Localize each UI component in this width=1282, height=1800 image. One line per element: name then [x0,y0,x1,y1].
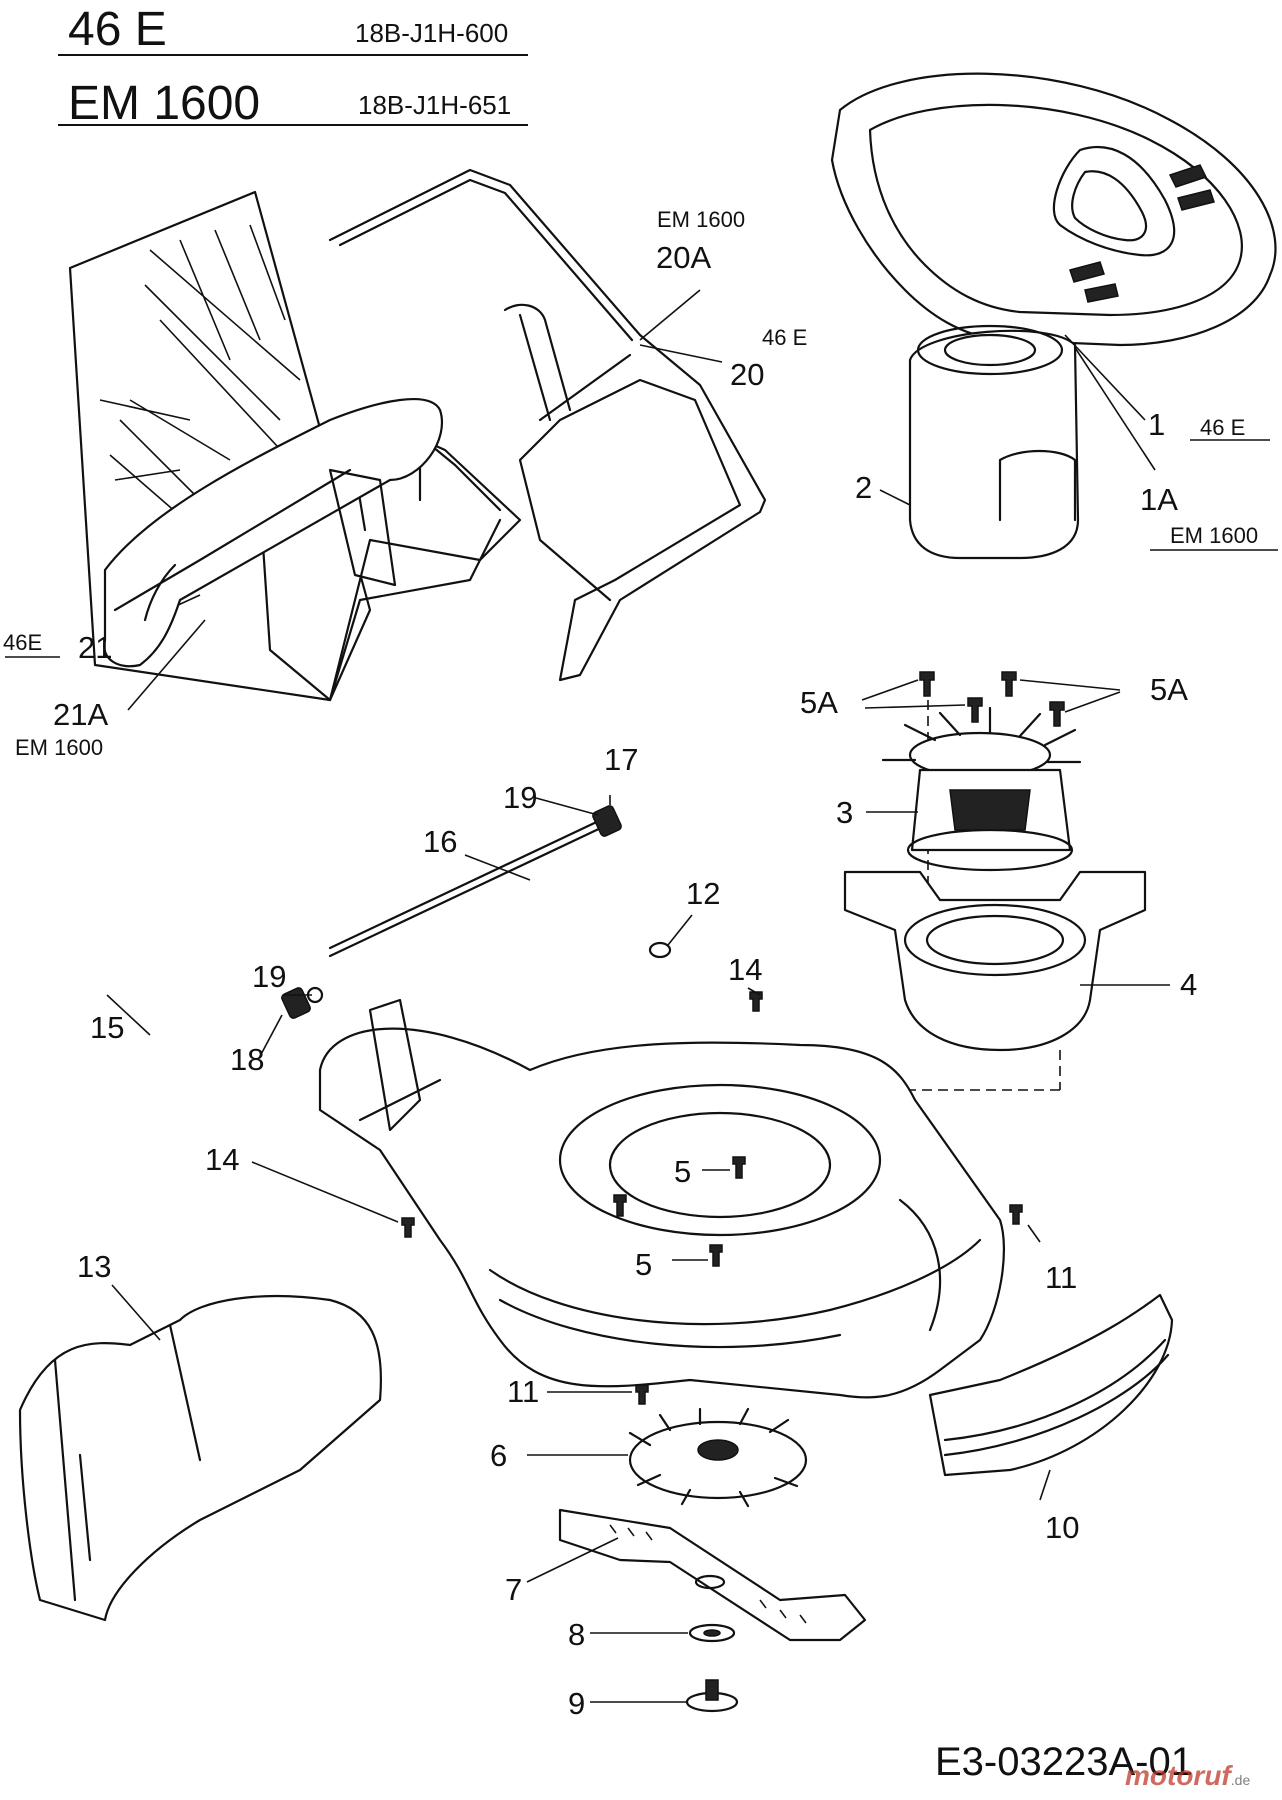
callout-14-lower: 14 [205,1142,239,1177]
callout-20-note: 46 E [762,325,807,350]
watermark: motoruf.de [1125,1760,1250,1792]
callout-21a-note: EM 1600 [15,735,103,760]
callout-14-upper: 14 [728,952,762,987]
drawing-reference: E3-03223A-01 [935,1740,1193,1784]
callout-5-upper: 5 [674,1154,691,1189]
watermark-name: motoruf [1125,1760,1231,1791]
callout-5a-left: 5A [800,685,838,720]
callout-5-lower: 5 [635,1247,652,1282]
callout-11-right: 11 [1045,1260,1077,1295]
rear-flap-part [18,1284,382,1622]
callout-6: 6 [490,1438,507,1473]
callout-5a-right: 5A [1150,672,1188,707]
model-code-em1600: 18B-J1H-651 [358,90,512,120]
callout-21a: 21A [53,697,108,732]
callout-16: 16 [423,824,457,859]
handle-part [103,398,443,1036]
model-code-46e: 18B-J1H-600 [355,18,509,48]
callout-21-note: 46E [3,630,42,655]
callout-2: 2 [855,470,872,505]
side-skirt-part [928,1293,1174,1501]
watermark-suffix: .de [1230,1772,1251,1788]
callout-20a-note: EM 1600 [657,207,745,232]
electric-motor-part [866,706,1082,872]
callout-1a: 1A [1140,482,1178,517]
motor-housing-part [879,324,1080,560]
callout-3: 3 [836,795,853,830]
callout-10: 10 [1045,1510,1079,1545]
callout-4: 4 [1180,967,1197,1002]
model-title-em1600: EM 1600 [68,77,261,130]
callout-11-left: 11 [507,1374,539,1409]
callout-19-upper: 19 [503,780,537,815]
callout-13: 13 [77,1249,111,1284]
model-title-46e: 46 E [68,3,167,56]
callout-17: 17 [604,742,638,777]
callout-20: 20 [730,357,764,392]
motor-cover-part [830,72,1277,471]
axle-and-springs-part [257,795,622,1061]
motor-mount-part [740,870,1170,1091]
callout-9: 9 [568,1686,585,1721]
blade-assembly-part [526,1407,867,1713]
callout-1-note: 46 E [1200,415,1245,440]
callout-1a-note: EM 1600 [1170,523,1258,548]
callout-7: 7 [505,1572,522,1607]
mower-deck-part [318,998,1006,1399]
callout-12: 12 [686,876,720,911]
grass-bag-frame-part [328,168,767,682]
callout-20a: 20A [656,240,711,275]
callout-8: 8 [568,1617,585,1652]
small-fasteners [251,914,1041,1405]
callout-18: 18 [230,1042,264,1077]
callout-21: 21 [78,630,112,665]
callout-1: 1 [1148,407,1165,442]
callout-19-lower: 19 [252,959,286,994]
callout-15: 15 [90,1010,124,1045]
